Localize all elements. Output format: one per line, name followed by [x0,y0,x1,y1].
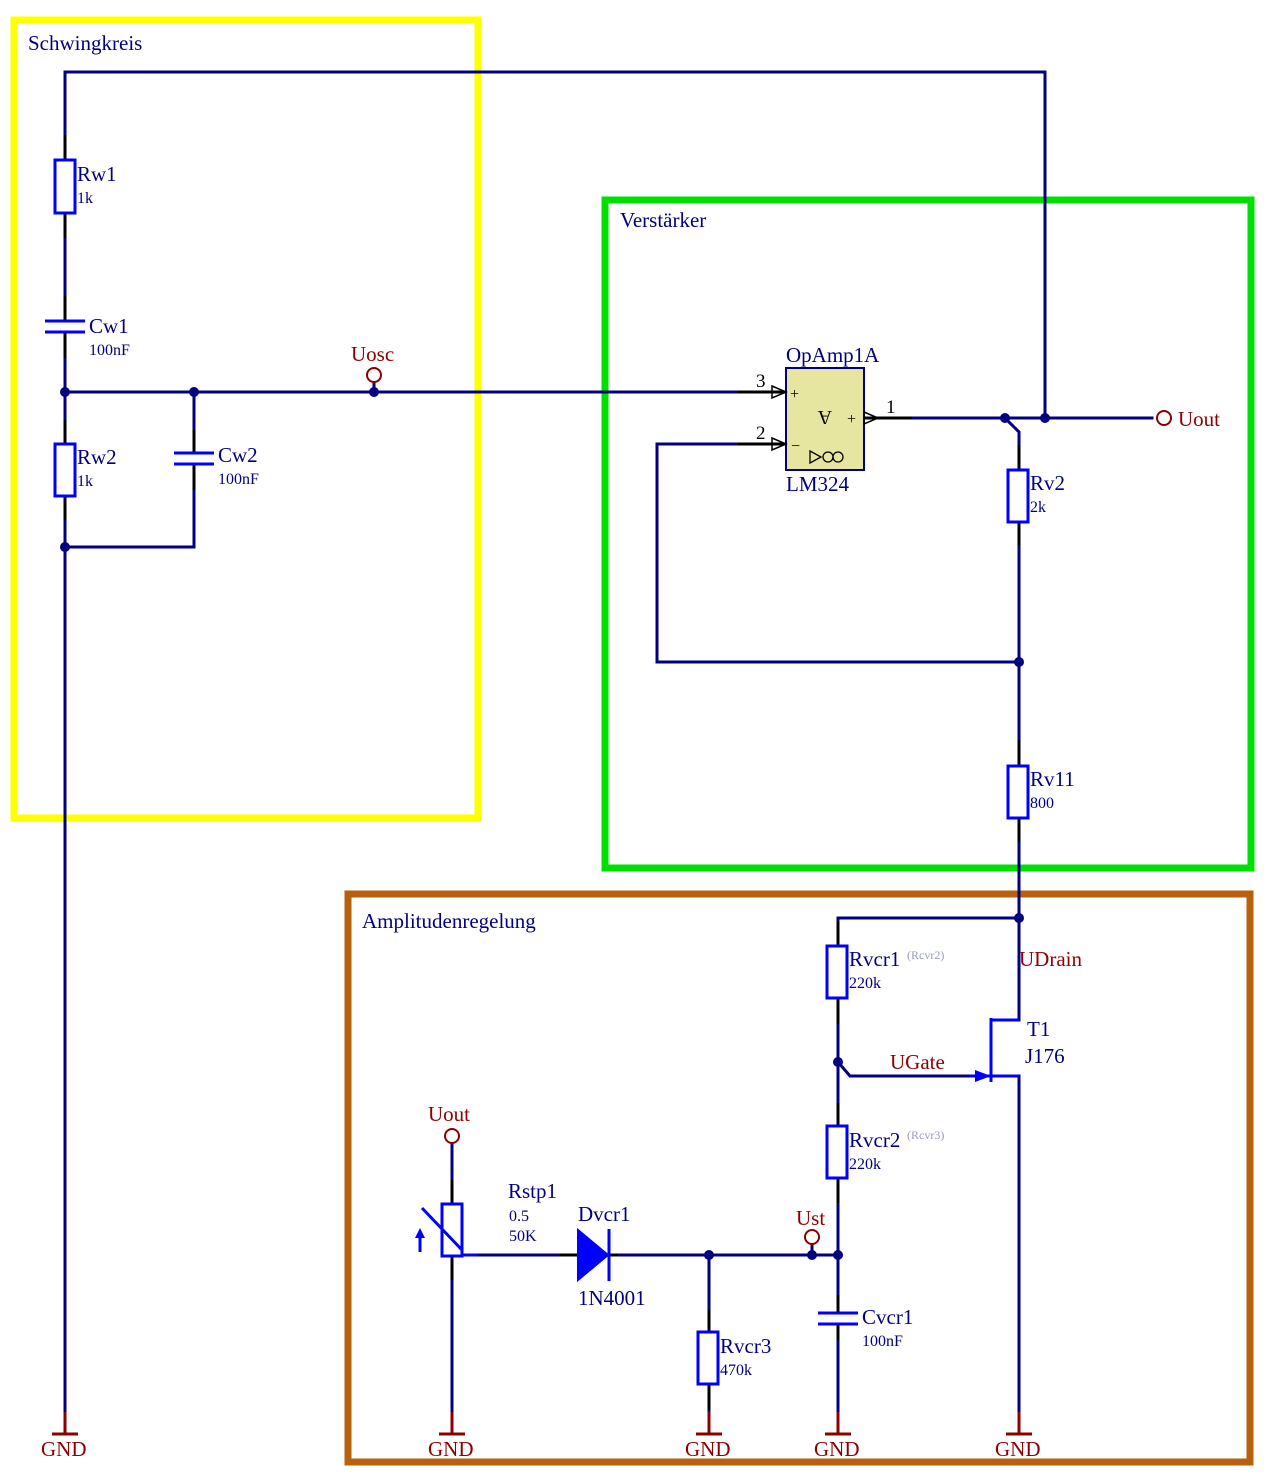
rv11-ref: Rv11 [1030,767,1075,791]
resistor-rv2[interactable]: Rv2 2k [1006,468,1065,524]
rvcr1-ref: Rvcr1 [849,947,900,971]
udrain-label: UDrain [1019,947,1082,971]
opamp-value: LM324 [786,472,850,496]
opamp-opamp1a[interactable]: OpAmp1A + − + A 3 2 1 LM324 [756,343,896,496]
opamp-type-icon [809,449,844,465]
amplitude-control-block-frame [344,890,1254,1466]
gnd-label: GND [428,1437,474,1461]
opamp-minus-in: − [791,438,800,455]
resistor-rvcr1[interactable]: Rvcr1 (Rcvr2) 220k [825,944,944,1000]
gnd-label: GND [41,1437,87,1461]
rstp1-ref: Rstp1 [508,1179,557,1203]
rw1-ref: Rw1 [77,162,117,186]
ground-symbol: GND [428,1412,474,1461]
ground-symbol: GND [41,1412,87,1461]
opamp-plus-out: + [847,411,856,428]
uout-label: Uout [1178,407,1220,431]
rvcr1-value: 220k [849,975,881,992]
opamp-amp-symbol: A [817,406,832,428]
ust-label: Ust [796,1206,825,1230]
gnd-label: GND [685,1437,731,1461]
rvcr2-value: 220k [849,1156,881,1173]
wires [63,70,1154,1414]
rstp1-position: 0.5 [509,1208,529,1225]
gnd-label: GND [814,1437,860,1461]
oscillator-block-frame [10,16,482,822]
cw1-value: 100nF [89,342,130,359]
resistor-rv11[interactable]: Rv11 800 [1006,764,1075,820]
opamp-pin-2: 2 [756,423,766,444]
cw2-value: 100nF [218,471,259,488]
resistor-rvcr2[interactable]: Rvcr2 (Rcvr3) 220k [825,1124,944,1180]
uosc-label: Uosc [351,342,394,366]
capacitor-cw2[interactable]: Cw2 100nF [174,443,259,488]
t1-value: J176 [1025,1044,1065,1068]
rvcr3-value: 470k [720,1362,752,1379]
rw2-value: 1k [77,473,93,490]
port-uout-pot[interactable]: Uout [428,1102,470,1144]
rw2-ref: Rw2 [77,445,117,469]
amplitude-control-block-title: Amplitudenregelung [362,909,536,933]
port-ust[interactable]: Ust [796,1206,825,1245]
jfet-t1[interactable]: T1 J176 [970,1017,1065,1082]
ugate-label: UGate [890,1050,945,1074]
resistor-rw2[interactable]: Rw2 1k [53,442,117,498]
cvcr1-ref: Cvcr1 [862,1305,913,1329]
resistor-rvcr3[interactable]: Rvcr3 470k [696,1330,771,1386]
cw2-ref: Cw2 [218,443,258,467]
rw1-value: 1k [77,190,93,207]
rv2-value: 2k [1030,499,1046,516]
resistor-rw1[interactable]: Rw1 1k [53,158,117,215]
rv2-ref: Rv2 [1030,471,1065,495]
port-uosc[interactable]: Uosc [351,342,394,394]
port-uout[interactable]: Uout [1156,407,1220,431]
gnd-label: GND [995,1437,1041,1461]
oscillator-block-title: Schwingkreis [28,31,142,55]
capacitor-cw1[interactable]: Cw1 100nF [45,314,130,359]
capacitor-cvcr1[interactable]: Cvcr1 100nF [818,1305,913,1350]
ground-symbol: GND [685,1412,731,1461]
rvcr2-alt: (Rcvr3) [907,1128,944,1142]
diode-dvcr1[interactable]: Dvcr1 1N4001 [577,1202,646,1310]
t1-ref: T1 [1027,1017,1050,1041]
opamp-pin-3: 3 [756,371,766,392]
amplifier-block-frame [601,196,1255,872]
amplifier-block-title: Verstärker [620,208,706,232]
dvcr1-value: 1N4001 [578,1286,646,1310]
pin-stubs [63,135,1021,1410]
rvcr2-ref: Rvcr2 [849,1128,900,1152]
junction-dots [60,387,1050,1260]
ground-symbol: GND [814,1412,860,1461]
dvcr1-ref: Dvcr1 [578,1202,630,1226]
opamp-plus-in: + [790,386,799,403]
cw1-ref: Cw1 [89,314,129,338]
ground-symbol: GND [995,1412,1041,1461]
potentiometer-rstp1[interactable]: Rstp1 0.5 50K [415,1179,557,1258]
opamp-ref: OpAmp1A [786,343,880,367]
cvcr1-value: 100nF [862,1333,903,1350]
rvcr3-ref: Rvcr3 [720,1334,771,1358]
rv11-value: 800 [1030,795,1054,812]
rvcr1-alt: (Rcvr2) [907,948,944,962]
uout-pot-label: Uout [428,1102,470,1126]
rstp1-value: 50K [509,1228,537,1245]
opamp-pin-1: 1 [886,397,896,418]
